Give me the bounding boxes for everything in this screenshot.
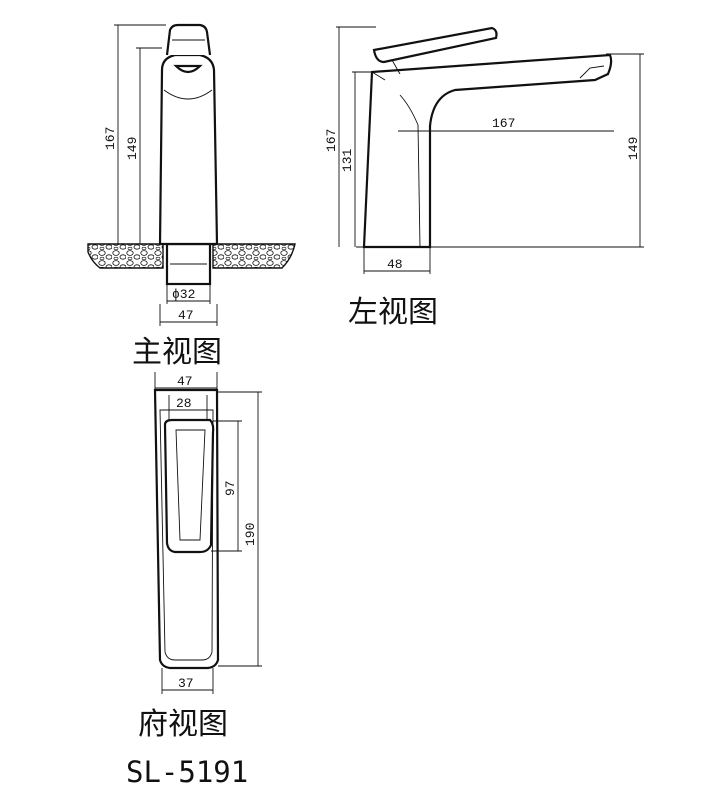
left-dim-reach-167: 167 bbox=[492, 116, 515, 131]
front-view-title: 主视图 bbox=[132, 335, 222, 370]
left-dim-149: 149 bbox=[626, 137, 641, 160]
left-view: 167 131 167 149 48 左视图 bbox=[324, 26, 644, 330]
left-view-title: 左视图 bbox=[348, 295, 438, 330]
left-faucet-body bbox=[362, 53, 613, 249]
top-dim-47: 47 bbox=[177, 374, 193, 389]
top-dim-28: 28 bbox=[176, 396, 192, 411]
front-counter-right bbox=[212, 243, 296, 269]
front-faucet-body bbox=[158, 53, 219, 246]
top-handle bbox=[163, 418, 215, 554]
top-dim-97: 97 bbox=[223, 480, 238, 496]
top-dim-37: 37 bbox=[178, 676, 194, 691]
left-handle bbox=[372, 26, 498, 64]
front-dim-149: 149 bbox=[125, 137, 140, 160]
front-dim-phi32: ϕ32 bbox=[172, 287, 195, 302]
left-dim-48: 48 bbox=[387, 257, 403, 272]
front-view: 167 149 ϕ32 47 主视图 bbox=[87, 23, 296, 370]
front-dim-47: 47 bbox=[178, 308, 194, 323]
top-view-title: 府视图 bbox=[138, 707, 228, 742]
top-dim-190: 190 bbox=[243, 523, 258, 546]
top-view: 47 28 97 190 37 府视图 bbox=[138, 372, 262, 742]
left-dim-167: 167 bbox=[324, 129, 339, 152]
model-number: SL-5191 bbox=[126, 755, 248, 789]
front-dim-167: 167 bbox=[103, 127, 118, 150]
front-counter-left bbox=[87, 243, 164, 269]
left-dim-131: 131 bbox=[340, 148, 355, 172]
